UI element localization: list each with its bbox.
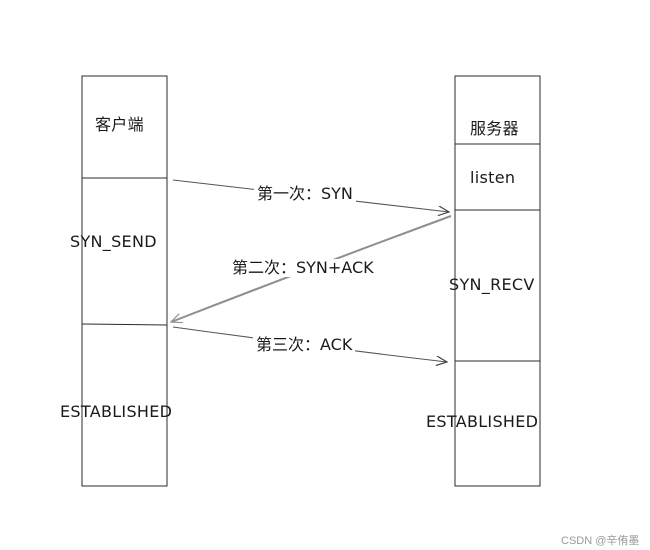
message-first-syn: 第一次：SYN: [254, 185, 356, 203]
message-third-ack: 第三次：ACK: [253, 336, 356, 354]
server-title: 服务器: [470, 119, 519, 138]
server-state-established: ESTABLISHED: [426, 412, 539, 431]
client-column: [81, 75, 168, 487]
server-state-syn-recv: SYN_RECV: [449, 275, 535, 294]
server-box: [454, 75, 541, 487]
client-title: 客户端: [95, 115, 144, 134]
message-second-synack: 第二次：SYN+ACK: [229, 259, 377, 277]
client-divider-2: [81, 323, 168, 326]
server-column: [454, 75, 541, 487]
server-state-listen: listen: [470, 168, 516, 187]
watermark-text: CSDN @辛侑墨: [561, 535, 640, 547]
client-state-syn-send: SYN_SEND: [70, 232, 157, 251]
client-state-established: ESTABLISHED: [60, 402, 173, 421]
client-box: [81, 75, 168, 487]
